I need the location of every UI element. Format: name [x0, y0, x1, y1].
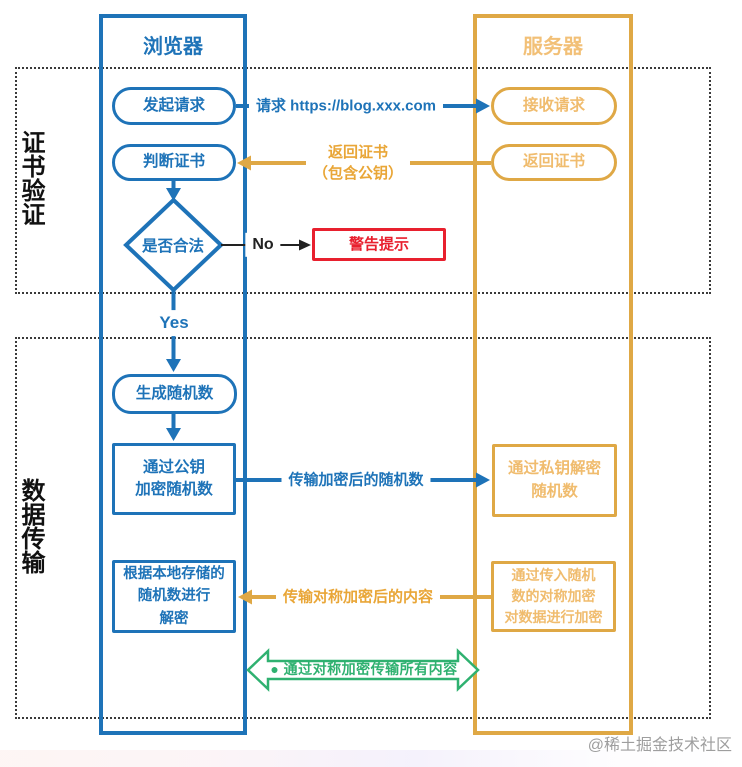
- edge-return-cert-arrowhead: [237, 155, 251, 171]
- node-check-certificate: 判断证书: [112, 144, 236, 181]
- lane-title-browser: 浏览器: [143, 36, 203, 58]
- node-encrypt-with-public-key: 通过公钥 加密随机数: [112, 443, 236, 515]
- lane-title-server: 服务器: [523, 36, 583, 58]
- section-label-cert-verification: 证书验证: [17, 130, 44, 226]
- node-symmetric-encrypt-data: 通过传入随机 数的对称加密 对数据进行加密: [491, 561, 616, 632]
- section-label-data-transfer: 数据传输: [17, 478, 44, 574]
- node-decrypt-with-local-random: 根据本地存储的 随机数进行 解密: [112, 560, 236, 633]
- double-arrow-symmetric-channel: [246, 648, 480, 692]
- edge-send-content-arrowhead: [238, 589, 252, 605]
- edge-label-no: No: [245, 232, 281, 258]
- watermark-text: @稀土掘金技术社区: [587, 737, 732, 754]
- edge-label-symmetric-all-content: ● 通过对称加密传输所有内容: [270, 661, 458, 678]
- node-generate-random: 生成随机数: [112, 374, 237, 414]
- section-frame-data-transfer: [15, 337, 711, 719]
- edge-generate-to-encrypt-arrowhead: [166, 428, 181, 441]
- node-warning-alert: 警告提示: [312, 228, 446, 261]
- edge-send-random-arrowhead: [476, 472, 490, 488]
- lane-server: 服务器: [473, 14, 633, 735]
- edge-no-arrowhead: [299, 239, 311, 251]
- edge-to-diamond-arrowhead: [166, 188, 181, 201]
- edge-label-send-symmetric-content: 传输对称加密后的内容: [275, 585, 441, 609]
- node-decision-is-valid: 是否合法: [141, 238, 205, 255]
- edge-label-return-cert: 返回证书 （包含公钥）: [305, 141, 411, 185]
- node-return-certificate: 返回证书: [491, 144, 617, 181]
- bottom-fade-band: [0, 750, 742, 767]
- edge-request-arrowhead: [476, 98, 490, 114]
- node-receive-request: 接收请求: [491, 87, 617, 125]
- edge-label-request-url: 请求 https://blog.xxx.com: [248, 94, 444, 118]
- lane-browser: 浏览器: [99, 14, 247, 735]
- section-frame-cert-verification: [15, 67, 711, 294]
- node-decrypt-with-private-key: 通过私钥解密 随机数: [492, 444, 617, 517]
- edge-label-send-encrypted-random: 传输加密后的随机数: [281, 468, 431, 492]
- edge-yes-arrowhead: [166, 359, 181, 372]
- edge-label-yes: Yes: [152, 310, 196, 336]
- node-initiate-request: 发起请求: [112, 87, 236, 125]
